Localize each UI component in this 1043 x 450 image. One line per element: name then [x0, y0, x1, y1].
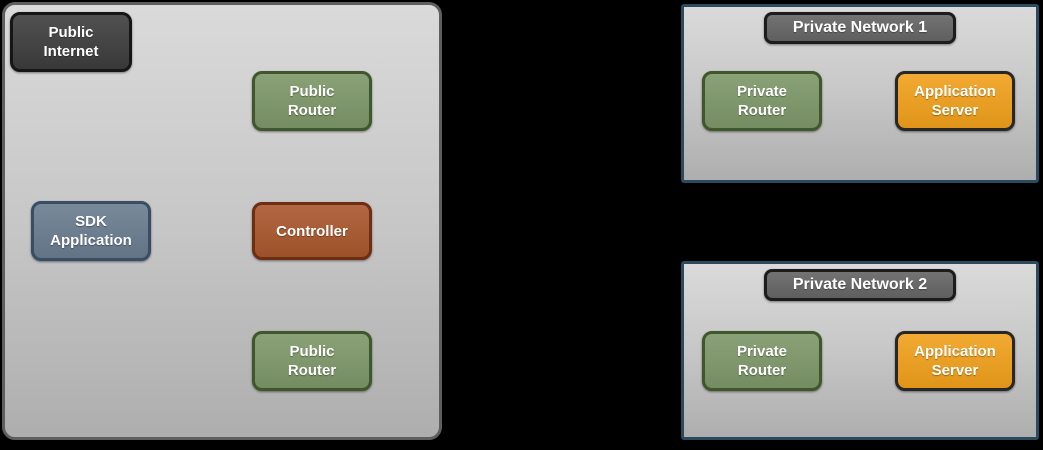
node-label-line: Controller: [276, 222, 348, 240]
node-label-line: Router: [287, 102, 337, 119]
private-network-2-title: Private Network 2: [764, 269, 956, 301]
node-label-line: Public: [289, 83, 335, 100]
public-internet-node: Public Internet: [10, 12, 132, 72]
application-server-1-node: Application Server: [895, 71, 1015, 131]
private-router-2-node: Private Router: [702, 331, 822, 391]
sdk-application-node: SDK Application: [31, 201, 151, 261]
node-label-line: Server: [931, 362, 979, 379]
private-network-1-zone: Private Network 1 Private Router Applica…: [681, 4, 1039, 183]
controller-node: Controller: [252, 202, 372, 260]
node-label-line: Router: [737, 102, 787, 119]
public-zone: Public Internet Public Router SDK Applic…: [2, 2, 442, 440]
node-label-line: Application: [914, 83, 996, 100]
zone-title-label: Private Network 2: [792, 276, 928, 293]
private-router-1-node: Private Router: [702, 71, 822, 131]
node-label-line: Private: [736, 83, 788, 100]
node-label-line: Application: [50, 232, 132, 249]
public-router-top-node: Public Router: [252, 71, 372, 131]
node-label-line: SDK: [75, 213, 107, 230]
node-label-line: Server: [931, 102, 979, 119]
node-label-line: Router: [737, 362, 787, 379]
node-label-line: Internet: [43, 43, 99, 60]
zone-title-label: Private Network 1: [792, 19, 928, 36]
node-label-line: Private: [736, 343, 788, 360]
node-label-line: Application: [914, 343, 996, 360]
private-network-2-zone: Private Network 2 Private Router Applica…: [681, 261, 1039, 440]
node-label-line: Router: [287, 362, 337, 379]
application-server-2-node: Application Server: [895, 331, 1015, 391]
private-network-1-title: Private Network 1: [764, 12, 956, 44]
public-router-bottom-node: Public Router: [252, 331, 372, 391]
node-label-line: Public: [48, 24, 94, 41]
node-label-line: Public: [289, 343, 335, 360]
